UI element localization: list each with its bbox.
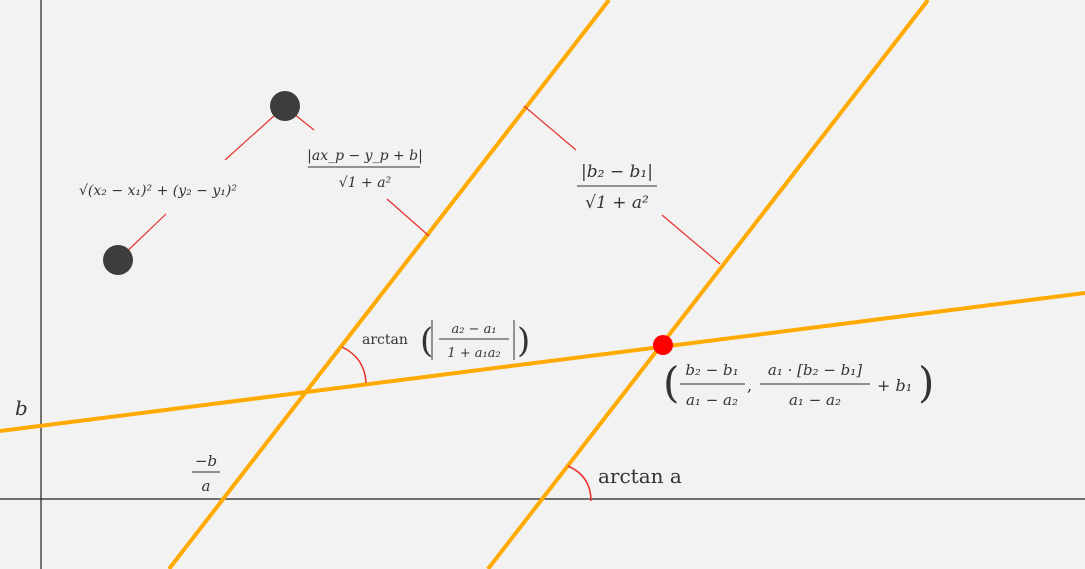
label-intersection-x-den: a₁ − a₂ (686, 391, 738, 409)
angle-between-arc (341, 346, 367, 384)
label-point-line-num: |ax_p − y_p + b| (307, 148, 423, 164)
label-point-distance: √(x₂ − x₁)² + (y₂ − y₁)² (79, 183, 237, 199)
line-line-connector-upper (523, 105, 577, 151)
line-three (0, 291, 1085, 433)
intersection-point[interactable] (653, 335, 673, 355)
label-point-line-den: √1 + a² (339, 175, 392, 191)
point-line-connector-upper (293, 113, 315, 131)
line-line-connector-lower (661, 214, 721, 265)
label-angle-between-den: 1 + a₁a₂ (447, 346, 500, 361)
label-intersection-y-num: a₁ · [b₂ − b₁] (768, 361, 862, 379)
label-intersection-y-den: a₁ − a₂ (789, 391, 841, 409)
label-x-intercept-num: −b (195, 452, 217, 470)
line-two (486, 0, 930, 569)
label-intersection-paren-left: ( (663, 358, 679, 407)
point-line-connector-lower (386, 198, 430, 237)
label-angle-between-prefix: arctan (362, 332, 408, 348)
label-intersection-y-tail: + b₁ (877, 376, 912, 395)
slope-angle-arc (567, 465, 592, 502)
label-b: b (15, 396, 28, 420)
label-slope-angle: arctan a (598, 464, 682, 488)
label-angle-between-paren-right: ) (517, 321, 530, 361)
label-x-intercept-den: a (202, 477, 211, 495)
label-line-line-den: √1 + a² (585, 193, 649, 213)
label-intersection-paren-right: ) (918, 358, 934, 407)
point-p2[interactable] (270, 91, 300, 121)
label-angle-between-paren-left: ( (420, 321, 433, 361)
label-angle-between-num: a₂ − a₁ (451, 322, 496, 337)
point-p1[interactable] (103, 245, 133, 275)
label-intersection-comma: , (747, 376, 752, 395)
label-line-line-num: |b₂ − b₁| (581, 162, 653, 182)
label-intersection-x-num: b₂ − b₁ (685, 361, 738, 379)
line-one (167, 0, 611, 569)
